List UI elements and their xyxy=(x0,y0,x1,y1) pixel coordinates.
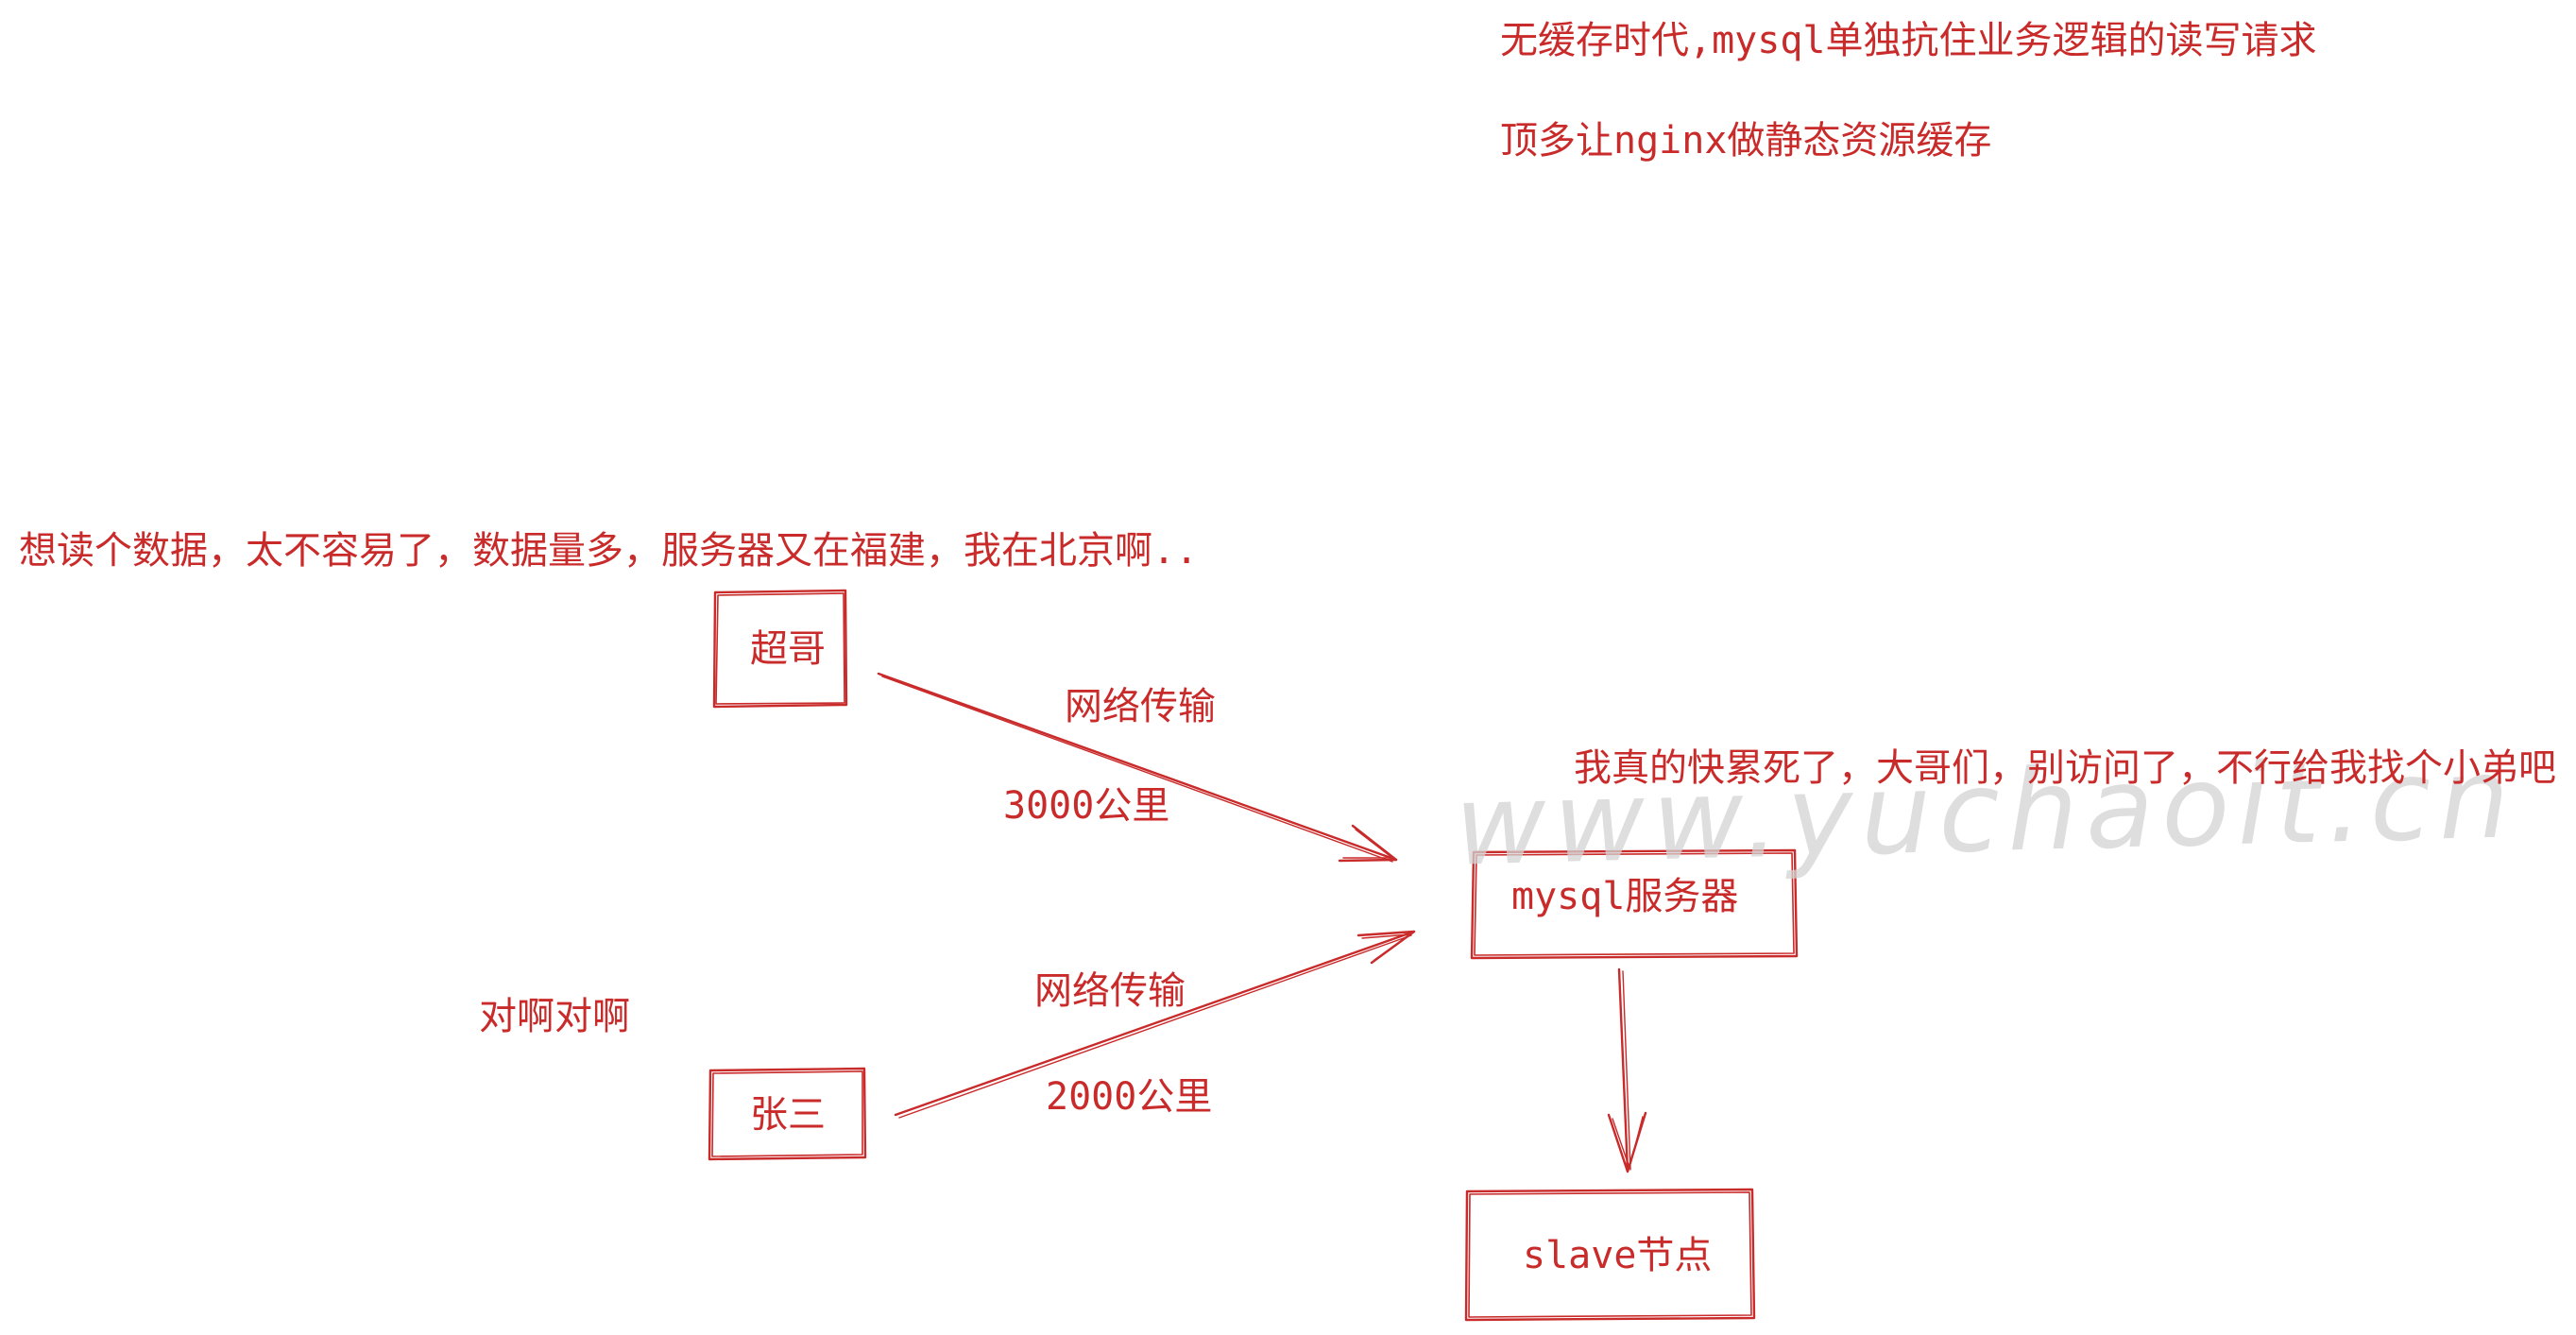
node-box-slave xyxy=(1464,1188,1756,1322)
node-label-mysql: mysql服务器 xyxy=(1511,875,1739,918)
edge-label-chaoge-distance: 3000公里 xyxy=(1003,784,1170,828)
edge-zhangsan-to-mysql xyxy=(894,930,1416,1119)
node-box-zhangsan xyxy=(708,1067,867,1161)
edge-mysql-to-slave xyxy=(1607,967,1647,1173)
node-box-chaoge xyxy=(712,589,848,709)
node-label-chaoge: 超哥 xyxy=(750,627,826,671)
node-label-slave: slave节点 xyxy=(1523,1234,1713,1277)
note-complaint: 想读个数据，太不容易了，数据量多，服务器又在福建，我在北京啊.. xyxy=(19,529,1199,573)
edge-chaoge-to-mysql xyxy=(877,672,1398,863)
note-server-cry: 我真的快累死了，大哥们，别访问了，不行给我找个小弟吧 xyxy=(1574,746,2556,790)
node-box-mysql xyxy=(1470,848,1799,960)
edge-label-chaoge-transport: 网络传输 xyxy=(1065,685,1216,728)
note-top-line1: 无缓存时代,mysql单独抗住业务逻辑的读写请求 xyxy=(1500,19,2317,62)
note-top-line2: 顶多让nginx做静态资源缓存 xyxy=(1500,119,1992,163)
edge-label-zhangsan-transport: 网络传输 xyxy=(1034,969,1186,1013)
note-agree: 对啊对啊 xyxy=(479,995,630,1038)
node-label-zhangsan: 张三 xyxy=(750,1093,826,1137)
edge-label-zhangsan-distance: 2000公里 xyxy=(1046,1075,1213,1119)
